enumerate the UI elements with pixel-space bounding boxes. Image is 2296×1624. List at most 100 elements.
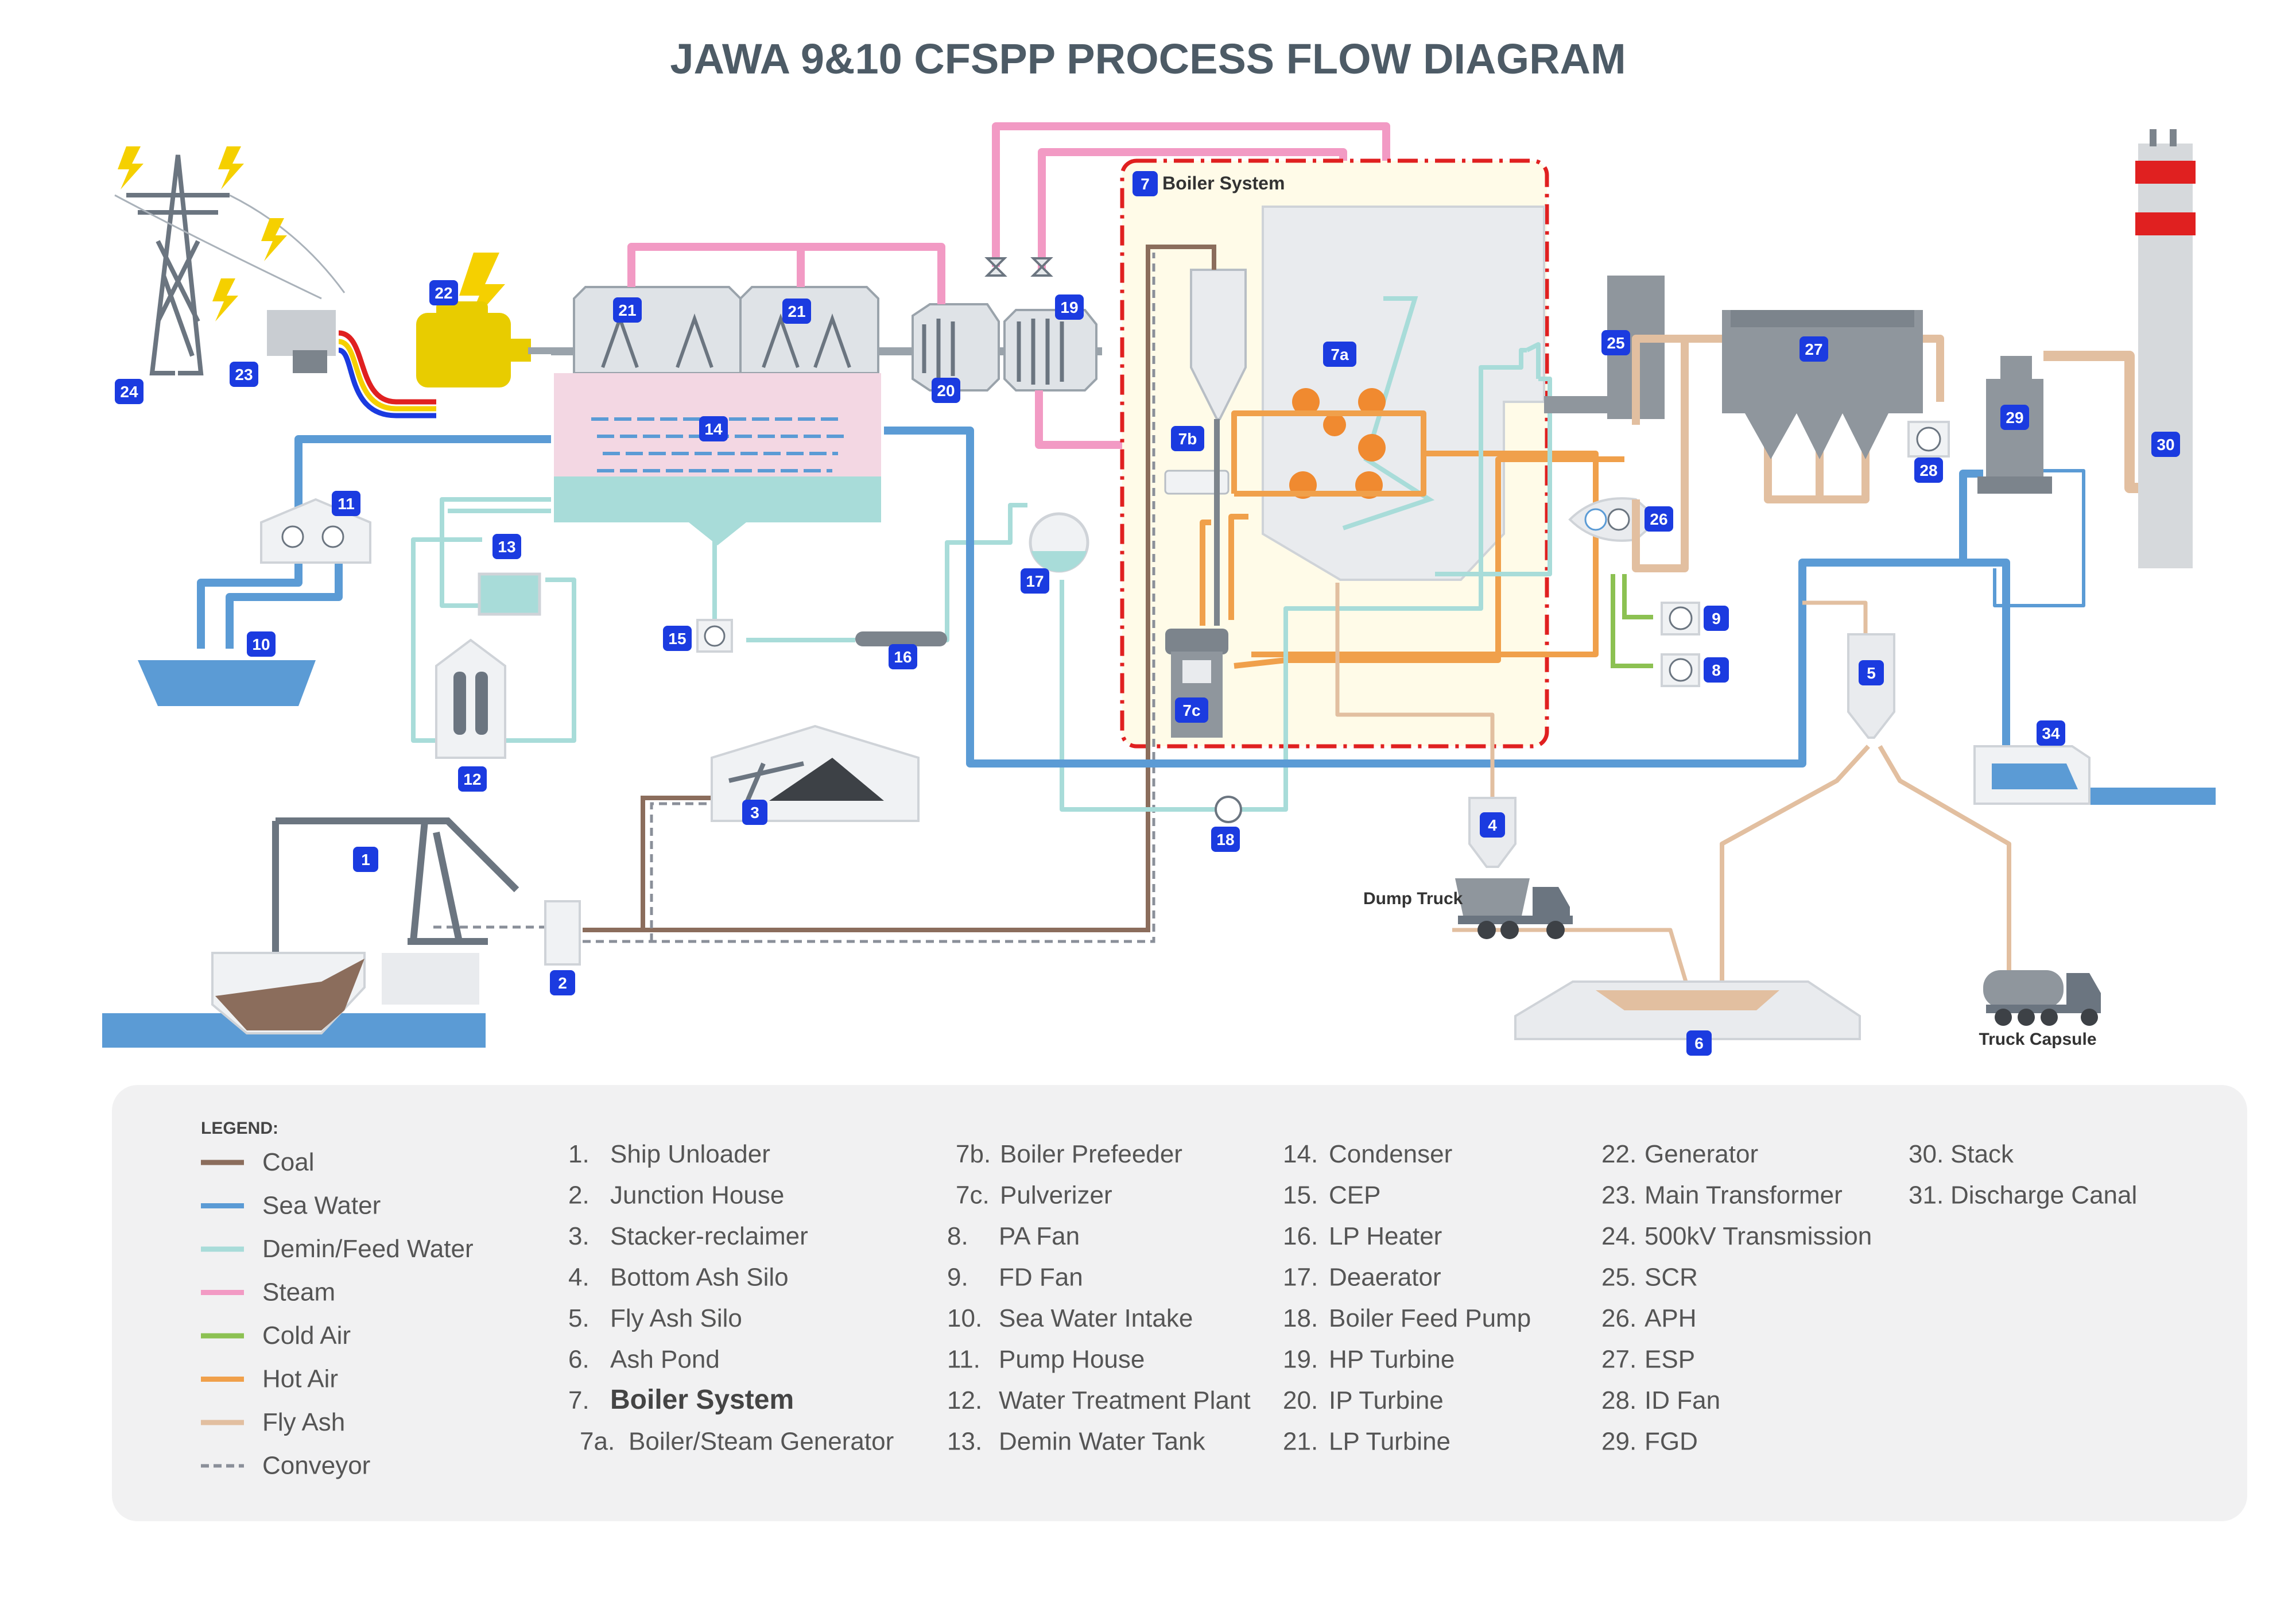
legend-item: 6.Ash Pond — [568, 1346, 720, 1374]
legend-item: 9.FD Fan — [947, 1263, 1083, 1292]
esp — [1722, 310, 1923, 459]
legend-item-label: Deaerator — [1329, 1263, 1441, 1292]
svg-text:21: 21 — [618, 301, 636, 319]
legend-item-number: 30. — [1909, 1140, 1944, 1168]
id-fan — [1907, 421, 1950, 458]
legend-item-number: 7a. — [580, 1428, 615, 1456]
coal-cargo — [215, 959, 364, 1030]
svg-text:8: 8 — [1712, 661, 1721, 679]
sea-water-intake — [138, 660, 316, 706]
badge-16: 16 — [889, 644, 917, 669]
legend-item-number: 27. — [1601, 1346, 1636, 1374]
water-treatment-plant — [435, 638, 506, 759]
legend-item-label: APH — [1645, 1304, 1696, 1332]
legend-item-number: 15. — [1283, 1181, 1318, 1210]
legend-item-label: SCR — [1645, 1263, 1698, 1292]
legend-item-number: 7c. — [956, 1181, 990, 1210]
legend-item-number: 7. — [568, 1386, 589, 1414]
badge-10: 10 — [247, 631, 276, 657]
badge-18: 18 — [1211, 827, 1240, 852]
svg-text:17: 17 — [1026, 572, 1044, 590]
ip-turbine — [912, 303, 1000, 392]
badge-29: 29 — [2000, 405, 2029, 430]
fgd — [1977, 356, 2052, 494]
svg-text:21: 21 — [788, 303, 805, 320]
legend-line-item: Hot Air — [201, 1365, 338, 1393]
svg-text:1: 1 — [361, 851, 370, 869]
badge-3: 3 — [742, 800, 767, 825]
legend-line-item: Sea Water — [201, 1192, 381, 1220]
svg-text:26: 26 — [1650, 510, 1667, 528]
badge-24: 24 — [115, 379, 144, 404]
svg-text:30: 30 — [2157, 436, 2174, 454]
svg-text:28: 28 — [1919, 462, 1937, 479]
svg-text:4: 4 — [1488, 816, 1497, 834]
svg-text:24: 24 — [120, 383, 138, 401]
legend-item: 11.Pump House — [947, 1346, 1145, 1374]
svg-text:2: 2 — [558, 974, 567, 992]
legend-item-label: CEP — [1329, 1181, 1380, 1210]
badge-27: 27 — [1799, 336, 1828, 362]
legend-item-number: 3. — [568, 1222, 589, 1250]
legend-item: 13.Demin Water Tank — [947, 1428, 1205, 1456]
badge-7c: 7c — [1175, 697, 1208, 723]
legend-line-label: Sea Water — [262, 1192, 381, 1220]
legend-item: 7a.Boiler/Steam Generator — [580, 1428, 894, 1456]
legend-item-label: Boiler System — [610, 1385, 794, 1415]
legend-item-label: Discharge Canal — [1950, 1181, 2137, 1210]
stacker-reclaimer — [711, 724, 920, 822]
legend-item-number: 20. — [1283, 1386, 1318, 1414]
ship-unloader — [272, 817, 519, 987]
legend-item-label: Stack — [1950, 1140, 2014, 1168]
legend-item-label: Ship Unloader — [610, 1140, 770, 1168]
legend-item: 10.Sea Water Intake — [947, 1304, 1193, 1332]
stack — [2135, 129, 2196, 568]
legend-item-number: 16. — [1283, 1222, 1318, 1250]
legend-item: 24.500kV Transmission — [1601, 1222, 1872, 1250]
badge-28: 28 — [1914, 458, 1943, 483]
legend-item-number: 6. — [568, 1346, 589, 1374]
svg-text:9: 9 — [1712, 610, 1721, 627]
svg-text:7c: 7c — [1182, 701, 1200, 719]
legend-item-label: Water Treatment Plant — [999, 1386, 1251, 1414]
junction-house — [544, 900, 581, 966]
boiler-prefeeder — [1164, 269, 1247, 626]
legend-line-label: Coal — [262, 1148, 315, 1176]
legend-item-label: Pump House — [999, 1346, 1145, 1374]
legend-item: 2.Junction House — [568, 1181, 784, 1210]
legend-item: 25.SCR — [1601, 1263, 1698, 1292]
legend-item: 31.Discharge Canal — [1909, 1181, 2137, 1210]
legend-item: 21.LP Turbine — [1283, 1428, 1450, 1456]
lightning-icon — [118, 146, 505, 330]
legend-item: 18.Boiler Feed Pump — [1283, 1304, 1531, 1332]
badge-5: 5 — [1859, 660, 1884, 685]
svg-text:20: 20 — [937, 382, 955, 400]
feed-water-lines — [411, 342, 1552, 812]
legend-item-label: Demin Water Tank — [999, 1428, 1205, 1456]
legend-item-number: 29. — [1601, 1428, 1636, 1456]
legend-item: 4.Bottom Ash Silo — [568, 1263, 789, 1292]
svg-text:7a: 7a — [1331, 346, 1349, 363]
legend-item: 20.IP Turbine — [1283, 1386, 1444, 1414]
legend-item: 17. Deaerator — [1283, 1263, 1441, 1292]
badge-22: 22 — [429, 280, 458, 305]
legend-item-label: Stacker-reclaimer — [610, 1222, 808, 1250]
legend-item-number: 17. — [1283, 1263, 1318, 1292]
badge-21-b: 21 — [782, 299, 811, 324]
badge-19: 19 — [1055, 294, 1084, 320]
legend-item-number: 19. — [1283, 1346, 1318, 1374]
legend-item-label: HP Turbine — [1329, 1346, 1455, 1374]
hp-turbine — [1003, 309, 1097, 392]
badge-7a: 7a — [1323, 342, 1356, 367]
legend-item: 14.Condenser — [1283, 1140, 1452, 1168]
legend-line-item: Coal — [201, 1148, 315, 1176]
pulverizer — [1165, 629, 1228, 738]
legend-item-label: Pulverizer — [1000, 1181, 1112, 1210]
boiler-feed-pump — [1215, 796, 1242, 823]
legend-item: 28.ID Fan — [1601, 1386, 1720, 1414]
svg-text:13: 13 — [498, 538, 515, 556]
svg-text:3: 3 — [750, 804, 759, 821]
discharge-canal — [1973, 745, 2091, 805]
